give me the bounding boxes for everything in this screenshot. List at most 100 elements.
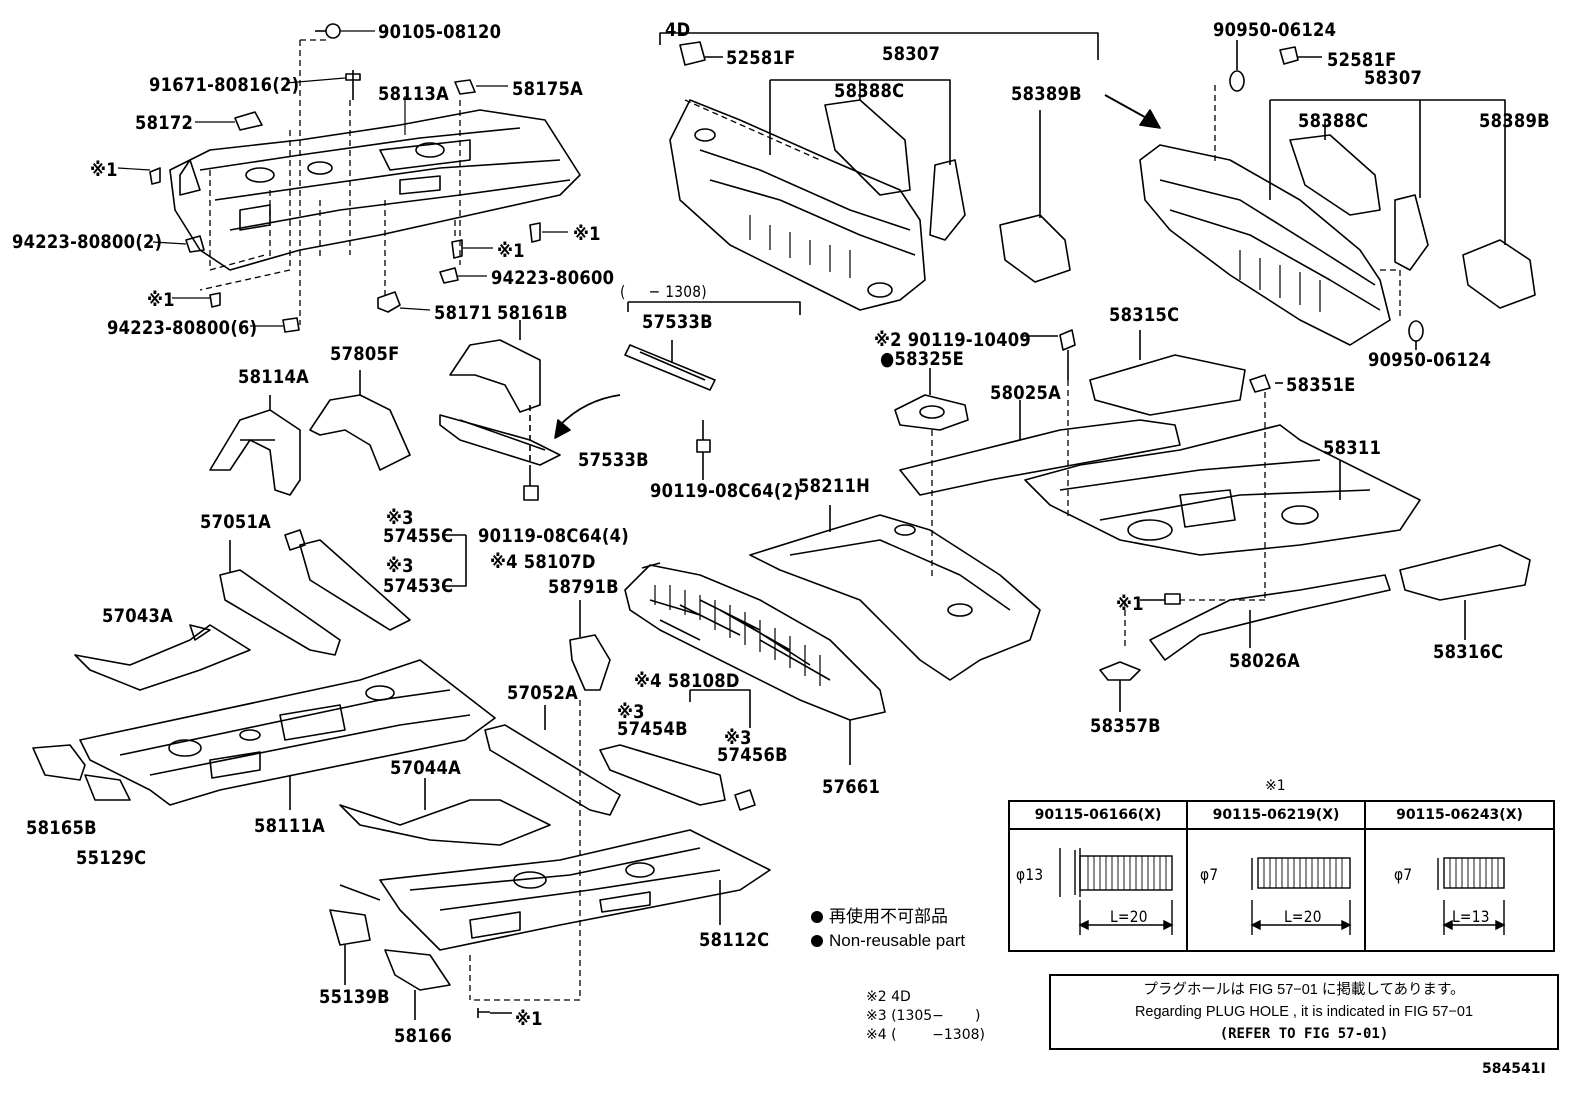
part-label[interactable]: 57043A: [102, 605, 174, 627]
part-label[interactable]: 57661: [822, 776, 881, 798]
part-58108d: [599, 744, 726, 806]
part-label[interactable]: ※1: [90, 159, 118, 181]
bolt-column: 90115-06166(X) φ13 L=20: [1010, 802, 1188, 950]
part-label[interactable]: ※4 58107D: [490, 551, 596, 573]
part-label[interactable]: 58388C: [834, 80, 905, 102]
bolt-length: L=13: [1452, 907, 1490, 926]
part-label[interactable]: 58026A: [1229, 650, 1301, 672]
plug-hole-note: プラグホールは FIG 57−01 に掲載してあります。 Regarding P…: [1049, 974, 1559, 1050]
part-58311: [1024, 424, 1421, 556]
part-label[interactable]: 57456B: [717, 744, 788, 766]
part-label[interactable]: 58389B: [1011, 83, 1082, 105]
part-label[interactable]: ※3: [386, 555, 414, 577]
footnotes: ※2 4D ※3 (1305− ) ※4 ( −1308): [866, 988, 985, 1045]
bolt-length: L=20: [1110, 907, 1148, 926]
part-58026a: [1149, 574, 1391, 661]
part-label[interactable]: 94223-80800(2): [12, 231, 163, 253]
legend-en: Non-reusable part: [811, 929, 965, 953]
part-label[interactable]: 57805F: [330, 343, 400, 365]
drawing-id: 584541I: [1482, 1061, 1546, 1077]
part-57043a: [74, 624, 251, 691]
part-label[interactable]: 58111A: [254, 815, 326, 837]
part-label[interactable]: 94223-80800(6): [107, 317, 258, 339]
part-label[interactable]: ※4 58108D: [634, 670, 740, 692]
bolt-diameter: φ7: [1200, 865, 1219, 884]
part-label[interactable]: 58211H: [798, 475, 871, 497]
part-label[interactable]: 57052A: [507, 682, 579, 704]
note-2: ※2 4D: [866, 989, 911, 1005]
part-label[interactable]: 57044A: [390, 757, 462, 779]
part-58316c: [1399, 544, 1531, 601]
part-label[interactable]: 58165B: [26, 817, 97, 839]
part-label[interactable]: 52581F: [1327, 49, 1397, 71]
part-label[interactable]: 58307: [882, 43, 941, 65]
part-label[interactable]: 52581F: [726, 47, 796, 69]
part-label[interactable]: 58357B: [1090, 715, 1161, 737]
part-label[interactable]: 58311: [1323, 437, 1382, 459]
bolt-column: 90115-06219(X) φ7 L=20: [1188, 802, 1366, 950]
part-label[interactable]: 57453C: [383, 575, 454, 597]
part-label[interactable]: 58316C: [1433, 641, 1504, 663]
part-label[interactable]: ※3: [724, 727, 752, 749]
part-label[interactable]: 58389B: [1479, 110, 1550, 132]
part-label[interactable]: 55129C: [76, 847, 147, 869]
part-label[interactable]: 90950-06124: [1213, 19, 1337, 41]
part-label[interactable]: 58175A: [512, 78, 584, 100]
part-58107d: [299, 539, 411, 631]
part-label[interactable]: 58161B: [497, 302, 568, 324]
part-58111a: [79, 659, 496, 806]
part-label[interactable]: 57455C: [383, 525, 454, 547]
part-label[interactable]: ※1: [497, 240, 525, 262]
part-label[interactable]: ※3: [617, 701, 645, 723]
part-label[interactable]: 90119-08C64(4): [478, 525, 630, 547]
part-57533b-upper: [439, 414, 561, 466]
part-58791b: [569, 634, 611, 691]
bolt-table: 90115-06166(X) φ13 L=20 90115-06219(X) φ…: [1008, 800, 1555, 952]
part-label[interactable]: 55139B: [319, 986, 390, 1008]
part-label[interactable]: 57454B: [617, 718, 688, 740]
part-label[interactable]: 58171: [434, 302, 493, 324]
bullet-icon: [811, 911, 823, 923]
part-label[interactable]: 58025A: [990, 382, 1062, 404]
legend: 再使用不可部品 Non-reusable part: [811, 905, 965, 953]
note-4: ※4 ( −1308): [866, 1027, 985, 1043]
part-label[interactable]: ※2 90119-10409: [874, 329, 1032, 351]
part-label[interactable]: 58791B: [548, 576, 619, 598]
part-label[interactable]: 90105-08120: [378, 21, 502, 43]
part-label[interactable]: ※1: [1116, 593, 1144, 615]
bullet-icon: [811, 935, 823, 947]
part-label[interactable]: 58112C: [699, 929, 770, 951]
part-label[interactable]: 4D: [665, 19, 691, 41]
part-label[interactable]: 58315C: [1109, 304, 1180, 326]
floor-front-assembly: [169, 109, 581, 271]
part-57805f: [309, 394, 411, 471]
part-label[interactable]: 58172: [135, 112, 194, 134]
part-58114a: [209, 409, 301, 496]
part-label[interactable]: 58113A: [378, 83, 450, 105]
bolt-column: 90115-06243(X) φ7 L=13: [1366, 802, 1553, 950]
part-label[interactable]: 57533B: [578, 449, 649, 471]
part-label[interactable]: 58388C: [1298, 110, 1369, 132]
part-label[interactable]: 91671-80816(2): [149, 74, 300, 96]
part-label[interactable]: ※1: [147, 289, 175, 311]
part-label[interactable]: ※3: [386, 507, 414, 529]
part-label[interactable]: 58307: [1364, 67, 1423, 89]
part-58307: [1139, 144, 1391, 346]
part-label[interactable]: ※1: [573, 223, 601, 245]
range-note: ( − 1308): [620, 282, 707, 301]
part-58357b: [1099, 661, 1141, 681]
part-57052a: [484, 724, 621, 816]
part-label[interactable]: 58114A: [238, 366, 310, 388]
part-label[interactable]: 90950-06124: [1368, 349, 1492, 371]
part-label[interactable]: 57051A: [200, 511, 272, 533]
part-label[interactable]: ※1: [515, 1008, 543, 1030]
part-label[interactable]: 58166: [394, 1025, 453, 1047]
part-label[interactable]: 58351E: [1286, 374, 1356, 396]
part-label[interactable]: ●58325E: [880, 348, 965, 370]
plug-note-en: Regarding PLUG HOLE , it is indicated in…: [1134, 1004, 1474, 1020]
part-label[interactable]: 57533B: [642, 311, 713, 333]
part-label[interactable]: 90119-08C64(2): [650, 480, 802, 502]
part-label[interactable]: 94223-80600: [491, 267, 615, 289]
plug-note-jp: プラグホールは FIG 57−01 に掲載してあります。: [1143, 982, 1465, 998]
